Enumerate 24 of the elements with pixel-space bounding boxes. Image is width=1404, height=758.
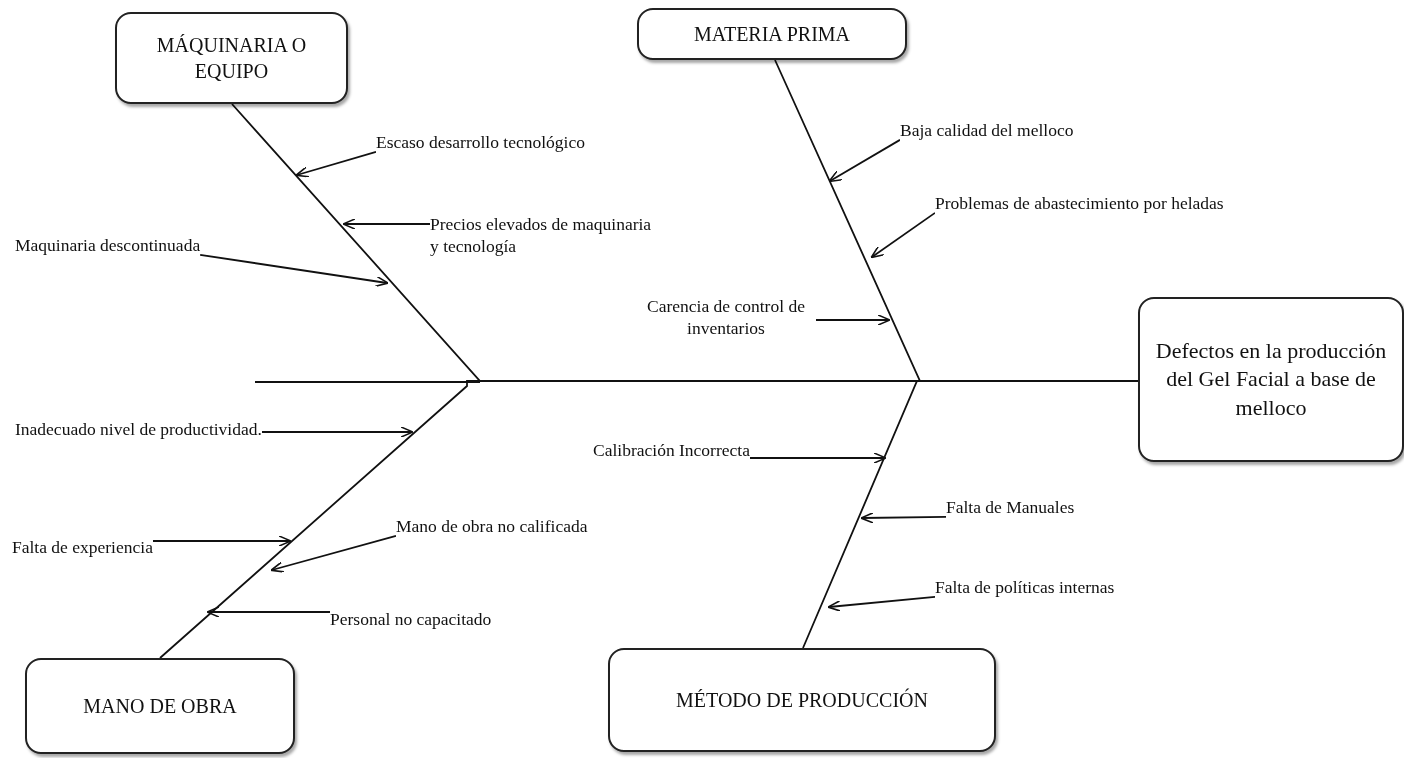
arrow <box>870 212 936 259</box>
arrow <box>152 535 292 547</box>
arrow <box>860 512 947 524</box>
box-label: MATERIA PRIMA <box>693 22 851 47</box>
arrow <box>295 151 377 178</box>
arrow <box>342 218 431 230</box>
box-label: Defectos en la producción del Gel Facial a base de melloco <box>1154 336 1388 422</box>
arrow <box>270 535 397 573</box>
box-label: MÉTODO DE PRODUCCIÓN <box>676 687 928 713</box>
cause-text: Falta de experiencia <box>12 537 153 559</box>
box-label: MÁQUINARIA O EQUIPO <box>155 33 308 84</box>
category-box <box>637 8 907 60</box>
arrow <box>815 314 891 326</box>
category-box <box>608 648 996 752</box>
arrow <box>199 254 389 288</box>
category-box <box>115 12 348 104</box>
arrow <box>749 452 887 464</box>
arrow <box>827 596 936 612</box>
effect-box <box>1138 297 1404 462</box>
arrow <box>206 606 331 618</box>
category-box <box>25 658 295 754</box>
box-label: MANO DE OBRA <box>83 694 237 719</box>
arrow <box>260 426 414 438</box>
arrow <box>828 139 901 183</box>
